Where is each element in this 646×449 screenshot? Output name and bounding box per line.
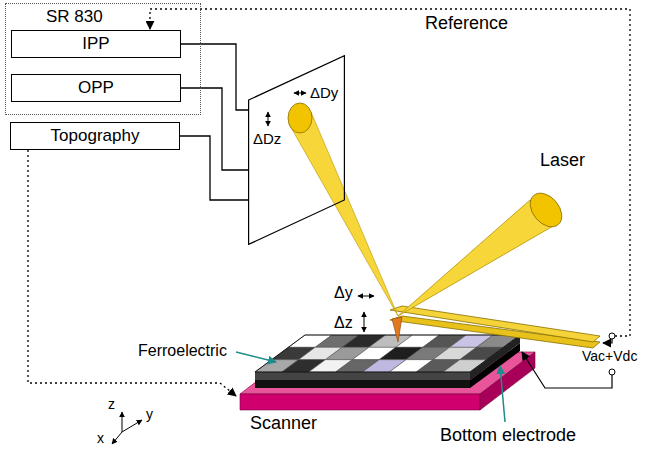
signal-box: Topography	[10, 122, 180, 150]
detector-plane	[249, 56, 345, 245]
grain	[460, 347, 504, 359]
box-label: Topography	[51, 126, 140, 146]
detector-outline	[248, 55, 345, 245]
axis-label: z	[108, 396, 115, 412]
axis	[122, 412, 123, 432]
leader-line	[236, 352, 276, 362]
deflection-label: ΔDz	[253, 130, 281, 147]
laser-label: Laser	[540, 150, 585, 171]
signal-line	[181, 44, 249, 110]
part-label: Ferroelectric	[138, 342, 227, 360]
probe-tip	[392, 317, 402, 342]
grain	[443, 360, 487, 372]
deflection-label: ΔDy	[310, 84, 338, 101]
scanner-front	[240, 394, 480, 410]
leader-line	[500, 366, 505, 422]
signal-line	[180, 136, 249, 200]
box-label: IPP	[82, 34, 109, 54]
sample-top	[255, 335, 520, 372]
reflected-beam	[289, 112, 398, 316]
axis-label: y	[146, 406, 153, 422]
source-terminal	[609, 369, 615, 375]
instrument-group: SR 830IPP OPP	[5, 3, 201, 115]
axis-label: x	[97, 430, 104, 446]
part-label: Scanner	[250, 413, 317, 434]
sample-outline	[255, 335, 520, 372]
ferroelectric-grains	[255, 335, 520, 372]
bottom-electrode-front	[255, 380, 470, 388]
cantilever	[390, 306, 600, 342]
signal-box: OPP	[11, 74, 181, 102]
vertical-deflection-arrow	[268, 112, 269, 126]
axis	[112, 432, 122, 444]
source-terminal	[609, 333, 615, 339]
photodetector: ΔDyΔDz	[248, 55, 345, 245]
vertical-motion-arrow	[364, 312, 365, 332]
tip-wire	[603, 339, 612, 343]
motion-label: Δz	[334, 314, 353, 332]
signal-label: Vac+Vdc	[582, 348, 637, 364]
axis	[122, 420, 142, 432]
topography-feedback-line	[28, 150, 236, 396]
lateral-deflection-arrow	[294, 93, 306, 94]
sample-front	[255, 372, 470, 380]
group-heading: SR 830	[46, 7, 103, 27]
lateral-motion-arrow	[358, 296, 374, 297]
reference-line	[150, 9, 630, 336]
signal-line	[181, 88, 249, 170]
box-label: OPP	[78, 78, 114, 98]
reference-label: Reference	[425, 13, 508, 34]
signal-box: IPP	[11, 30, 181, 58]
part-label: Bottom electrode	[440, 425, 576, 446]
beam-spot	[288, 103, 312, 133]
laser-source	[524, 187, 568, 233]
motion-label: Δy	[334, 284, 353, 302]
